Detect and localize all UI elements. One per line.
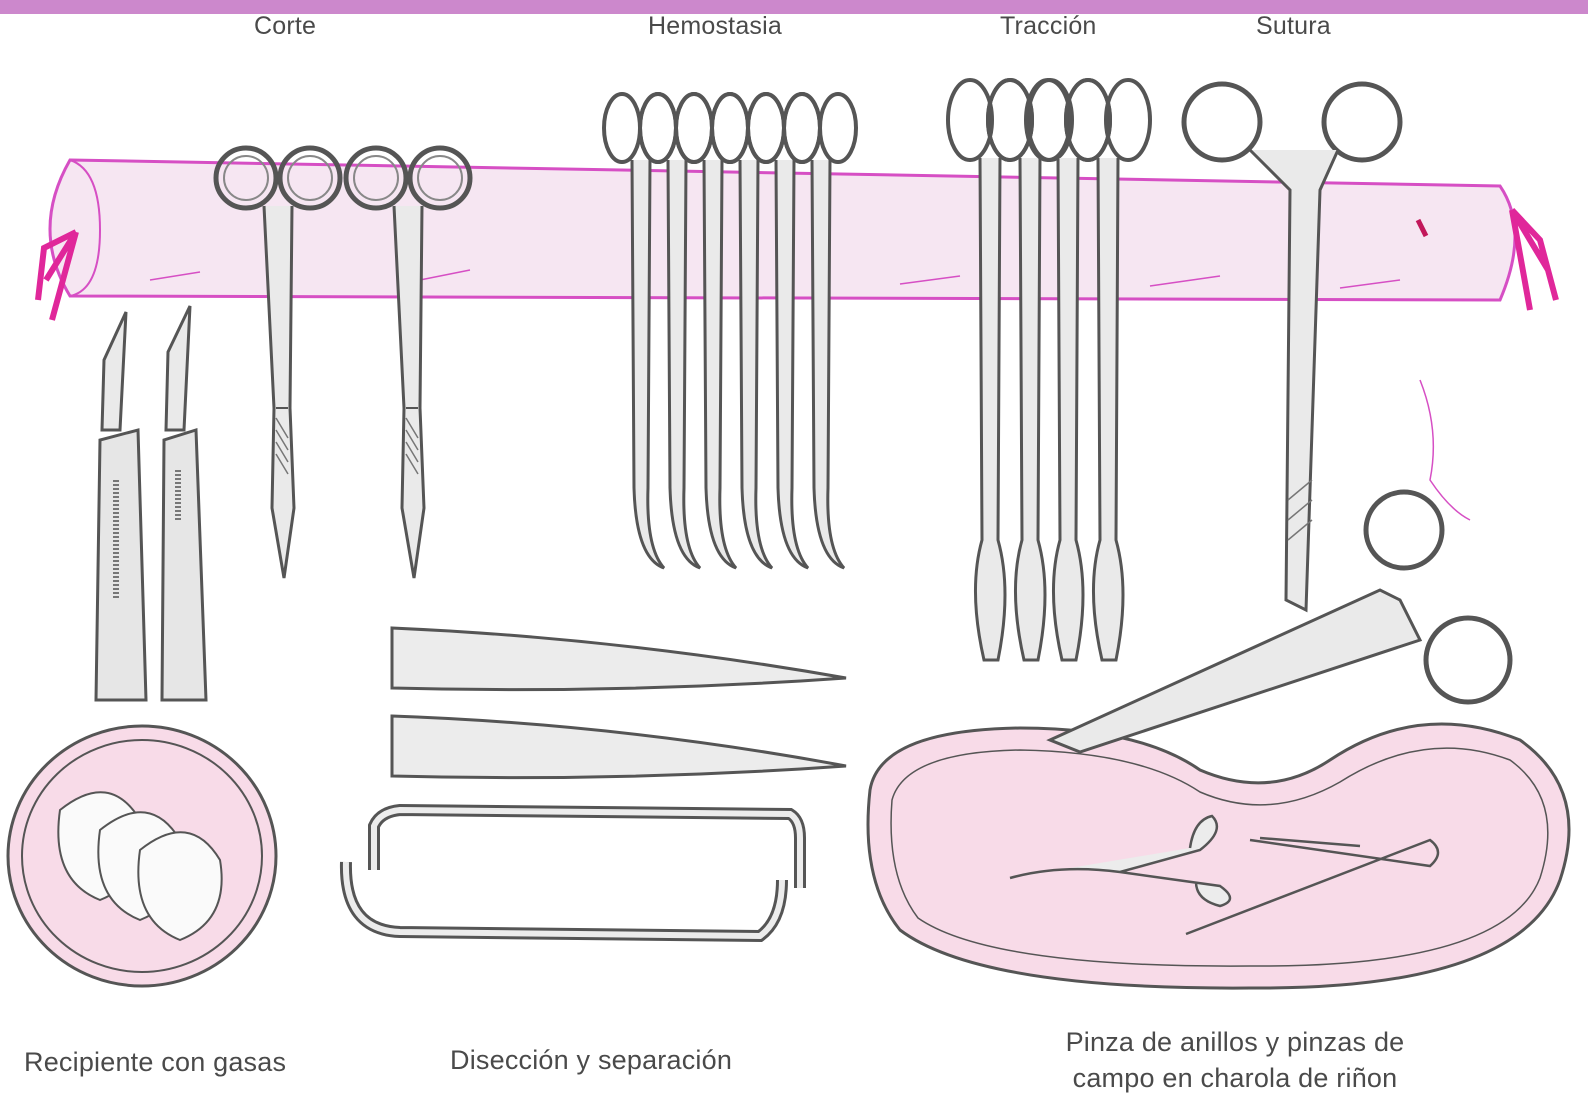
label-traccion: Tracción <box>1000 10 1097 42</box>
label-diseccion: Disección y separación <box>450 1044 732 1076</box>
towel-clamp-icon <box>948 80 1150 660</box>
label-recipiente: Recipiente con gasas <box>24 1046 286 1078</box>
kidney-tray-icon <box>868 724 1569 988</box>
label-hemostasia: Hemostasia <box>648 10 782 42</box>
tie-right <box>1512 210 1556 310</box>
label-corte: Corte <box>254 10 316 42</box>
label-sutura: Sutura <box>1256 10 1331 42</box>
hemostat-icon <box>604 94 856 568</box>
forceps-icon <box>392 628 846 778</box>
label-charola-1: Pinza de anillos y pinzas de <box>1040 1026 1430 1058</box>
gauze-icon <box>8 726 276 986</box>
label-charola-2: campo en charola de riñon <box>1040 1062 1430 1094</box>
scalpel-icon <box>96 306 206 700</box>
retractor-icon <box>346 810 800 936</box>
